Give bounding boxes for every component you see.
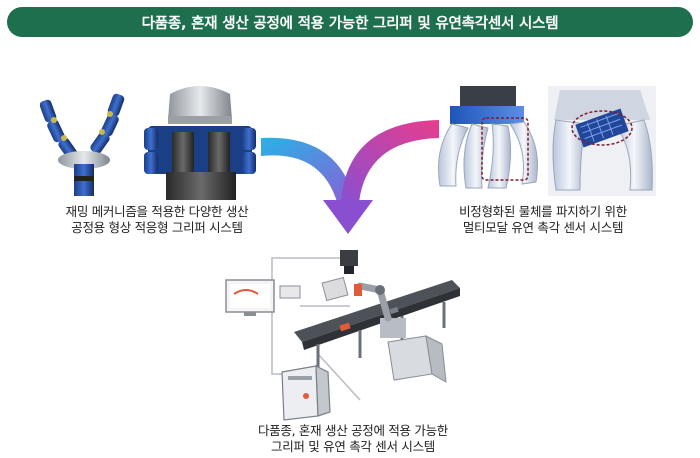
cube-gripper (144, 86, 256, 200)
right-caption-line2: 멀티모달 유연 촉각 센서 시스템 (462, 220, 624, 235)
soft-fingers (438, 86, 538, 189)
left-curved-arrow (261, 137, 355, 202)
banner-title: 다품종, 혼재 생산 공정에 적용 가능한 그리퍼 및 유연촉각센서 시스템 (141, 15, 559, 32)
left-caption-line1: 재밍 메커니즘을 적용한 다양한 생산 (65, 204, 249, 219)
right-curved-arrow (341, 120, 439, 202)
sensor-module (321, 276, 349, 302)
integrated-system-caption: 다품종, 혼재 생산 공정에 적용 가능한 그리퍼 및 유연 촉각 센서 시스템 (208, 423, 498, 455)
bottom-caption-line2: 그리퍼 및 유연 촉각 센서 시스템 (271, 439, 435, 454)
controller-cabinet (281, 365, 331, 421)
down-arrow-head (323, 200, 373, 234)
robot-arm (354, 282, 406, 338)
left-system-caption: 재밍 메커니즘을 적용한 다양한 생산 공정용 형상 적응형 그리퍼 시스템 (22, 204, 292, 236)
robot-cabinet (387, 335, 447, 383)
title-banner: 다품종, 혼재 생산 공정에 적용 가능한 그리퍼 및 유연촉각센서 시스템 (7, 7, 693, 37)
right-caption-line1: 비정형화된 물체를 파지하기 위한 (459, 204, 627, 219)
bottom-caption-line1: 다품종, 혼재 생산 공정에 적용 가능한 (257, 423, 449, 438)
tactile-sensor-illustration (438, 86, 656, 196)
left-caption-line2: 공정용 형상 적응형 그리퍼 시스템 (71, 220, 243, 235)
jamming-gripper-illustration (40, 86, 256, 200)
monitor (225, 279, 275, 316)
controller-box (279, 285, 301, 299)
production-line-illustration (225, 250, 460, 421)
v-gripper (40, 93, 125, 196)
sensor-closeup (548, 86, 656, 196)
converging-arrows (261, 120, 439, 234)
right-system-caption: 비정형화된 물체를 파지하기 위한 멀티모달 유연 촉각 센서 시스템 (408, 204, 678, 236)
camera (340, 250, 358, 274)
